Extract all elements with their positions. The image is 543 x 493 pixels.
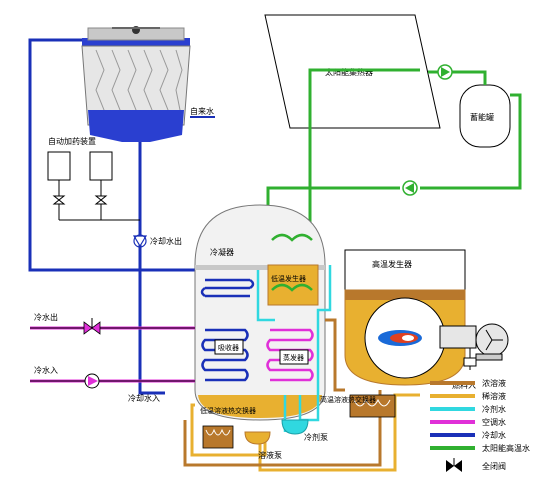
cooling-water-in-label: 冷却水入 <box>128 393 160 403</box>
chilled-water-out-label: 冷水出 <box>34 312 58 322</box>
evaporator-label: 蒸发器 <box>283 353 304 362</box>
closed-valve-icon <box>446 458 462 472</box>
dosing-device-label: 自动加药装置 <box>48 136 96 146</box>
solar-hx-coil <box>271 233 313 292</box>
solution-pump-label: 溶液泵 <box>258 450 282 460</box>
legend-label-dilute: 稀溶液 <box>482 391 506 401</box>
high-temp-heat-exchanger: 高温溶液热交换器 <box>320 394 396 418</box>
chilled-water-valve-icon <box>83 318 101 335</box>
cooling-water-out-label: 冷却水出 <box>150 236 182 246</box>
condenser-label: 冷凝器 <box>210 247 234 257</box>
cooling-tower <box>81 26 191 142</box>
low-temp-generator: 低温发生器 <box>267 264 319 306</box>
absorber-label: 吸收器 <box>218 343 239 352</box>
low-temp-heat-exchanger: 低温溶液热交换器 <box>200 406 256 449</box>
solar-collector-label: 太阳能集热器 <box>325 67 373 77</box>
high-temp-hx-label: 高温溶液热交换器 <box>320 395 376 404</box>
evaporator-coil <box>266 328 314 382</box>
refrigerant-pump-icon <box>281 419 309 435</box>
legend-label-cooling: 冷却水 <box>482 430 506 440</box>
solar-return-pump-icon <box>402 180 418 196</box>
evaporator-label-box <box>279 349 309 365</box>
legend-label-closed-valve: 全闭阀 <box>482 461 506 471</box>
condenser-coil <box>200 278 255 298</box>
legend-label-chilled: 空调水 <box>482 417 506 427</box>
legend-label-concentrated: 浓溶液 <box>482 378 506 388</box>
legend-label-refrigerant: 冷剂水 <box>482 404 506 414</box>
absorber-coil <box>201 328 249 382</box>
concentrated-solution-pipes <box>183 318 382 467</box>
chilled-water-pump-icon <box>84 373 100 389</box>
solution-pump-icon <box>244 431 271 445</box>
cooling-water-out-valve-icon <box>132 234 148 248</box>
low-temp-generator-label: 低温发生器 <box>271 274 306 283</box>
chilled-water-in-label: 冷水入 <box>34 365 58 375</box>
storage-tank: 蓄能罐 <box>459 84 511 148</box>
high-temp-generator: 高温发生器 <box>344 249 466 386</box>
absorber-label-box <box>214 339 244 355</box>
storage-tank-label: 蓄能罐 <box>470 112 494 122</box>
tap-water-label: 自来水 <box>190 106 214 116</box>
legend-label-solar: 太阳能高温水 <box>482 443 530 453</box>
high-temp-generator-label: 高温发生器 <box>372 259 412 269</box>
chiller-shell <box>194 204 326 421</box>
solar-pump-icon <box>437 64 453 80</box>
low-temp-hx-label: 低温溶液热交换器 <box>200 406 256 415</box>
refrigerant-pump-label: 冷剂泵 <box>304 432 328 442</box>
dosing-device: 自动加药装置 <box>47 136 140 221</box>
legend: 浓溶液 稀溶液 冷剂水 空调水 冷却水 太阳能高温水 全闭阀 <box>430 378 530 472</box>
fan-icon <box>485 329 503 351</box>
dilute-solution-pipes <box>190 393 420 472</box>
